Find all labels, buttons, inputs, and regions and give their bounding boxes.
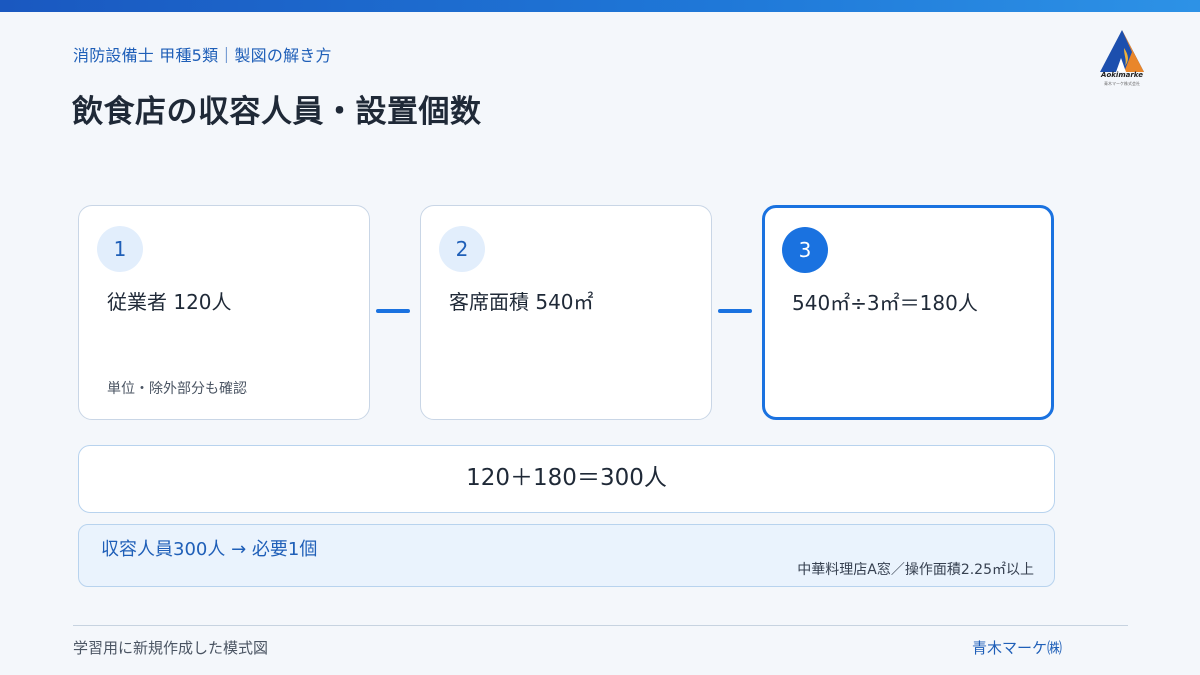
step-text: 客席面積 540㎡: [449, 290, 594, 314]
step-card-3: 3 540㎡÷3㎡＝180人: [762, 205, 1054, 420]
step-number-badge: 1: [97, 226, 143, 272]
step-note: 単位・除外部分も確認: [107, 381, 247, 397]
step-connector: [376, 309, 410, 313]
step-card-2: 2 客席面積 540㎡: [420, 205, 712, 420]
step-number-badge: 3: [782, 227, 828, 273]
flame-triangle-logo-icon: [1100, 30, 1144, 72]
top-accent-bar: [0, 0, 1200, 12]
result-main-text: 収容人員300人 → 必要1個: [101, 539, 318, 560]
footer-brand: 青木マーケ㈱: [972, 639, 1063, 657]
page-subtitle: 消防設備士 甲種5類｜製図の解き方: [73, 46, 332, 65]
result-box: 収容人員300人 → 必要1個 中華料理店A窓／操作面積2.25㎡以上: [78, 524, 1055, 587]
logo-tagline: 青木マーケ株式会社: [1104, 81, 1140, 86]
step-text: 540㎡÷3㎡＝180人: [792, 291, 978, 315]
step-connector: [718, 309, 752, 313]
step-number-badge: 2: [439, 226, 485, 272]
sum-formula-box: 120＋180＝300人: [78, 445, 1055, 513]
footer-divider: [73, 625, 1128, 626]
logo-wordmark: Aokimarke: [1101, 71, 1143, 79]
page-title: 飲食店の収容人員・設置個数: [72, 94, 482, 130]
step-card-1: 1 従業者 120人 単位・除外部分も確認: [78, 205, 370, 420]
footer-caption: 学習用に新規作成した模式図: [73, 639, 269, 657]
step-text: 従業者 120人: [107, 290, 232, 314]
result-note: 中華料理店A窓／操作面積2.25㎡以上: [797, 562, 1034, 578]
